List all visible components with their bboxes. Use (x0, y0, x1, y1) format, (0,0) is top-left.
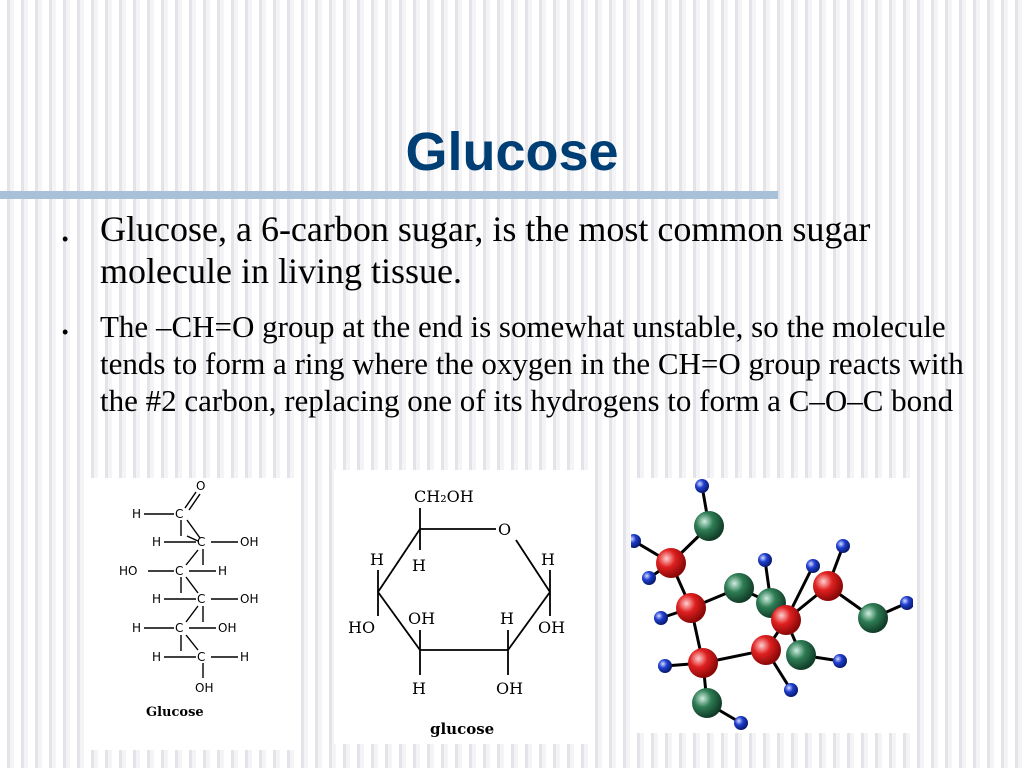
chain-caption: Glucose (146, 705, 204, 720)
chain-label: H (152, 535, 161, 549)
carbon-atom (786, 640, 816, 670)
hydrogen-atom (758, 553, 772, 567)
oxygen-atom (813, 571, 843, 601)
hydrogen-atom (658, 659, 672, 673)
glucose-chain-structure: O H C H C OH HO C H H C OH H C OH H C H … (86, 478, 299, 750)
oxygen-atom (751, 635, 781, 665)
chain-label: OH (240, 592, 258, 606)
glucose-ball-and-stick-model (631, 478, 913, 733)
carbon-atom (858, 603, 888, 633)
chain-label: OH (218, 621, 236, 635)
ring-label: OH (496, 679, 523, 698)
bullet-marker: • (62, 229, 69, 249)
chain-label: H (240, 650, 249, 664)
hydrogen-atom (806, 559, 820, 573)
carbon-atom (724, 573, 754, 603)
carbon-atom (694, 511, 724, 541)
ring-top-group: CH₂OH (414, 487, 474, 506)
chain-label: O (196, 479, 205, 493)
glucose-ring-structure: CH₂OH O H H H HO OH OH H H OH glucose (334, 470, 589, 744)
ring-label: H (500, 609, 514, 628)
hydrogen-atom (784, 683, 798, 697)
chain-label: H (152, 592, 161, 606)
bullet-item: • Glucose, a 6-carbon sugar, is the most… (62, 208, 1000, 292)
ring-label: H (412, 556, 426, 575)
hydrogen-atom (642, 571, 656, 585)
hydrogen-atom (631, 534, 641, 548)
chain-label: C (175, 564, 183, 578)
carbon-atom (692, 688, 722, 718)
chain-label: C (197, 592, 205, 606)
chain-label: C (175, 507, 183, 521)
chain-label: OH (195, 681, 213, 695)
ring-label: H (370, 550, 384, 569)
chain-label: HO (119, 564, 137, 578)
hydrogen-atom (833, 654, 847, 668)
chain-label: H (132, 507, 141, 521)
hydrogen-atom (836, 539, 850, 553)
bullet-text: Glucose, a 6-carbon sugar, is the most c… (100, 209, 871, 291)
ring-label: HO (348, 618, 375, 637)
chain-label: H (132, 621, 141, 635)
ring-label: OH (538, 618, 565, 637)
bullet-item: • The –CH=O group at the end is somewhat… (62, 308, 1000, 419)
ring-label: H (412, 679, 426, 698)
ring-caption: glucose (430, 720, 494, 738)
oxygen-atom (771, 605, 801, 635)
hydrogen-atom (695, 479, 709, 493)
bullet-marker: • (62, 322, 69, 342)
chain-label: H (152, 650, 161, 664)
hydrogen-atom (900, 596, 913, 610)
oxygen-atom (656, 548, 686, 578)
hydrogen-atom (654, 611, 668, 625)
oxygen-atom (676, 593, 706, 623)
chain-label: H (218, 564, 227, 578)
chain-label: OH (240, 535, 258, 549)
chain-label: C (175, 621, 183, 635)
ring-label: OH (408, 609, 435, 628)
title-divider (0, 191, 778, 199)
ring-label: H (541, 550, 555, 569)
hydrogen-atom (734, 716, 748, 730)
bullet-text: The –CH=O group at the end is somewhat u… (100, 309, 964, 418)
oxygen-atom (688, 648, 718, 678)
slide-title: Glucose (405, 122, 619, 182)
chain-label: C (197, 535, 205, 549)
chain-label: C (197, 650, 205, 664)
ring-oxygen: O (498, 520, 511, 539)
